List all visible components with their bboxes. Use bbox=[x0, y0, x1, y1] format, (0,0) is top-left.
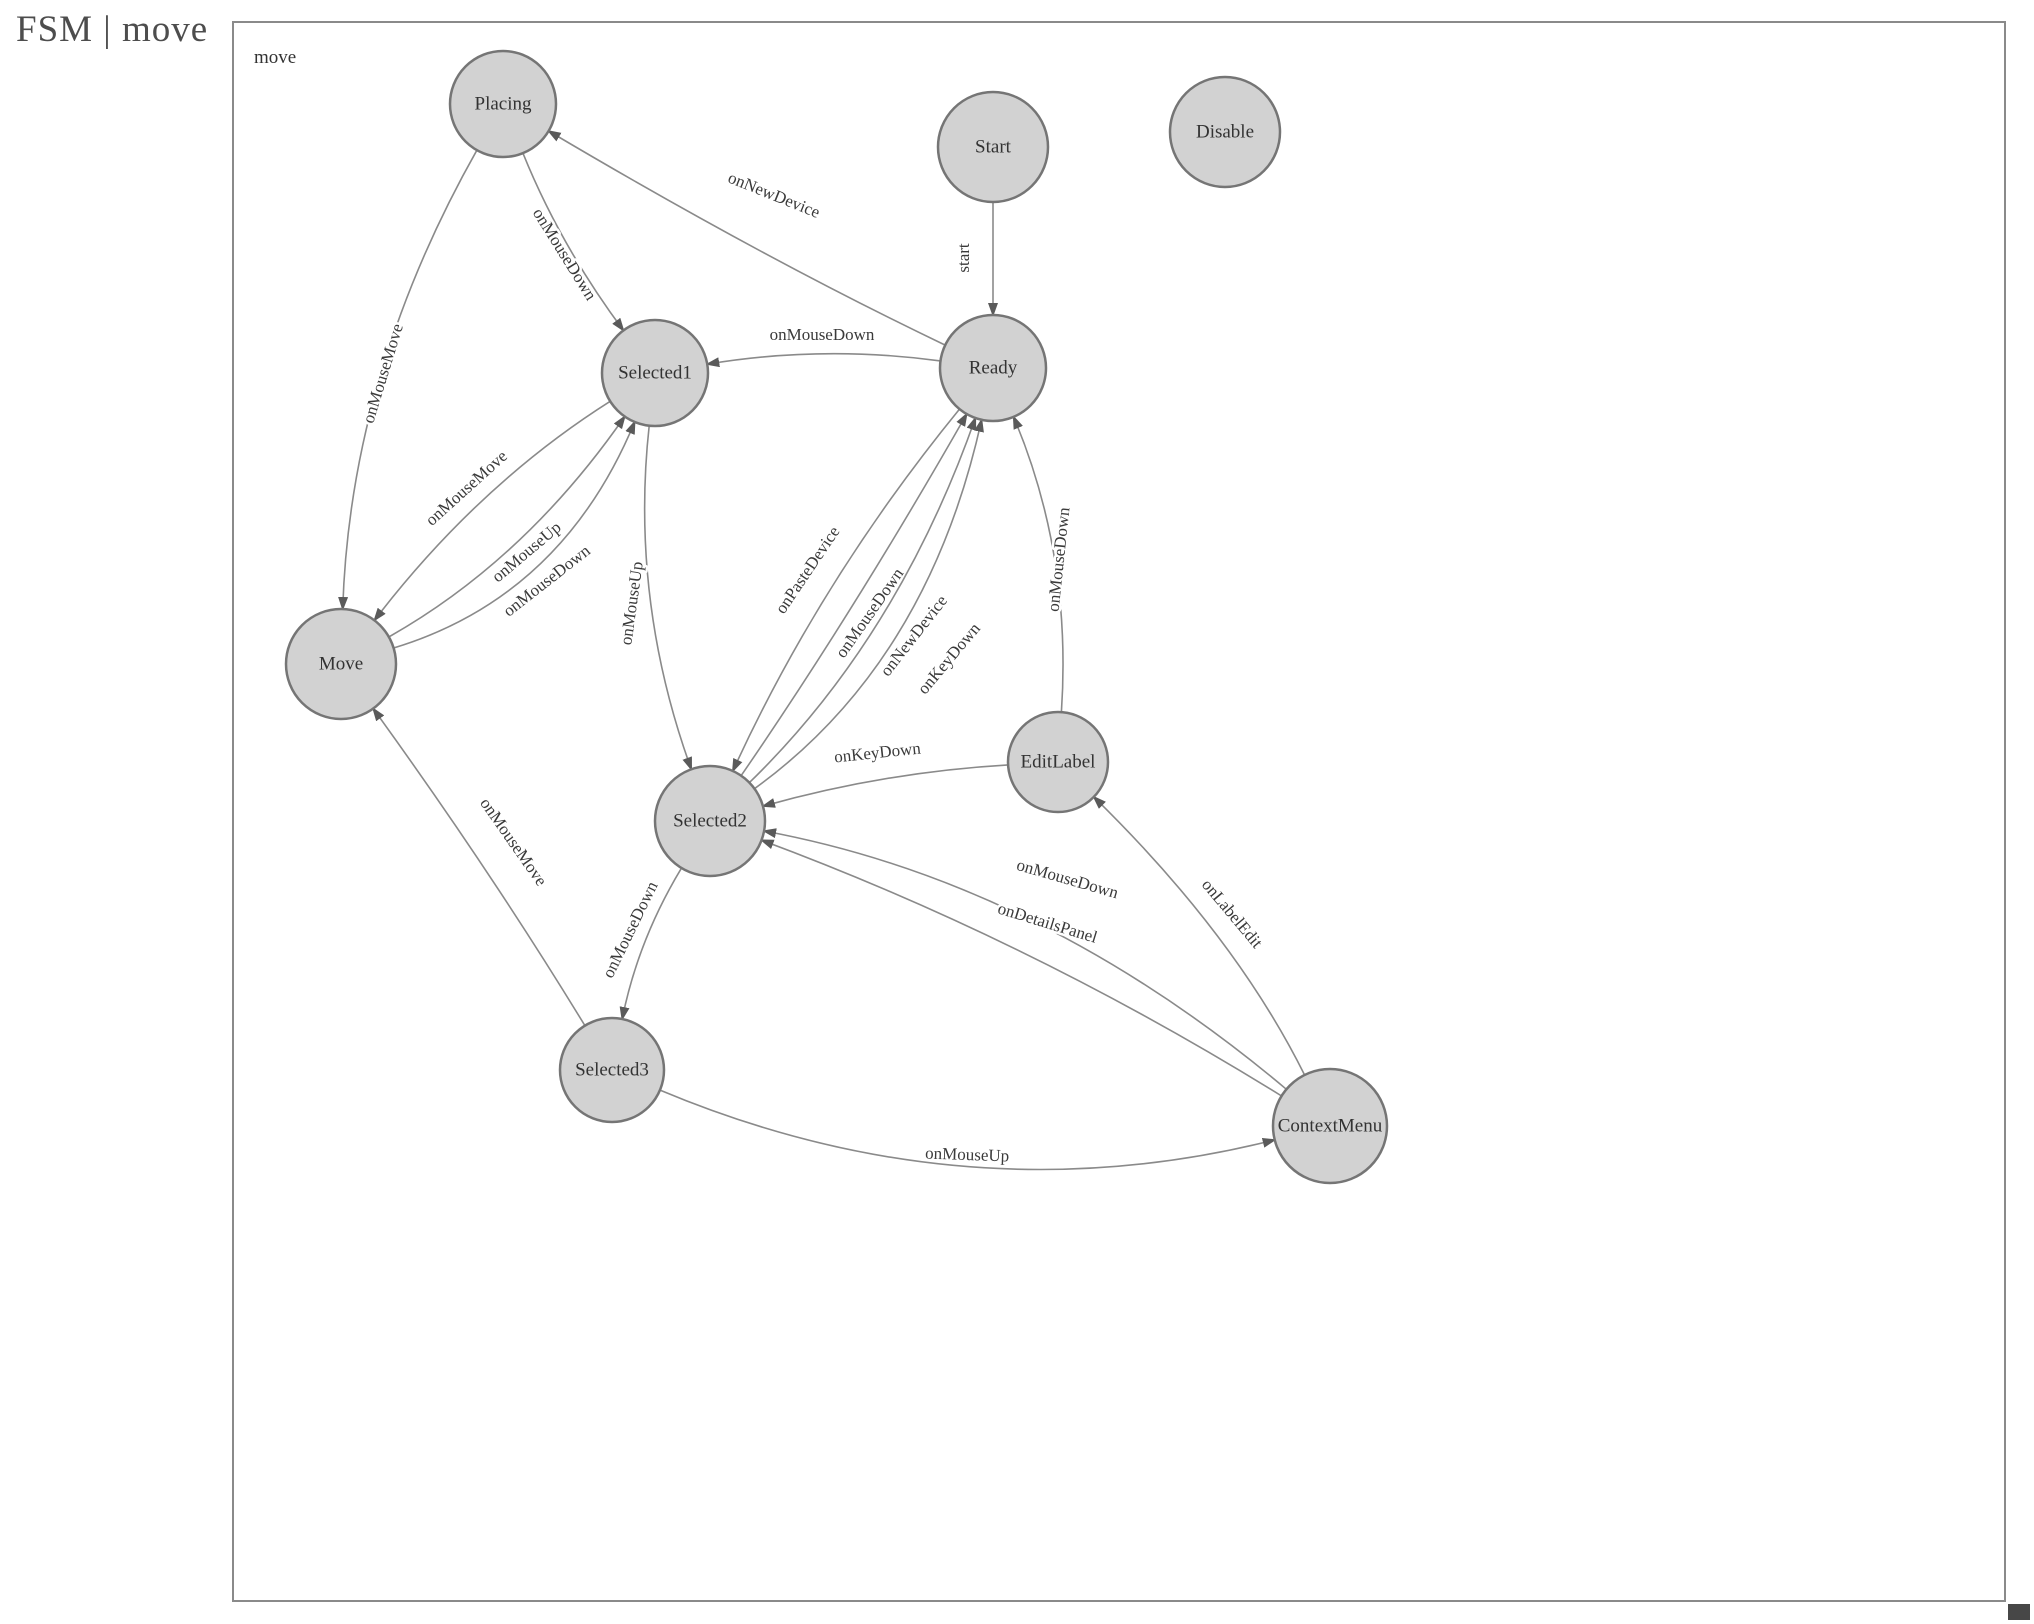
canvas-label: move bbox=[254, 47, 297, 68]
state-circle-placing[interactable] bbox=[448, 49, 558, 159]
state-circle-editlabel[interactable] bbox=[1006, 710, 1110, 814]
state-circle-move[interactable] bbox=[284, 607, 398, 721]
resize-handle[interactable] bbox=[2008, 1604, 2030, 1620]
state-label-contextmenu: ContextMenu bbox=[1278, 1116, 1383, 1137]
state-label-selected3: Selected3 bbox=[575, 1060, 649, 1081]
state-circle-contextmenu[interactable] bbox=[1271, 1067, 1389, 1185]
state-node-selected3[interactable]: Selected3 bbox=[558, 1016, 666, 1124]
state-label-ready: Ready bbox=[969, 358, 1018, 379]
state-label-selected2: Selected2 bbox=[673, 811, 747, 832]
state-node-ready[interactable]: Ready bbox=[938, 313, 1048, 423]
state-node-contextmenu[interactable]: ContextMenu bbox=[1271, 1067, 1389, 1185]
state-circle-disable[interactable] bbox=[1168, 75, 1282, 189]
state-label-placing: Placing bbox=[475, 94, 532, 115]
state-node-start[interactable]: Start bbox=[936, 90, 1050, 204]
state-circle-ready[interactable] bbox=[938, 313, 1048, 423]
state-node-selected2[interactable]: Selected2 bbox=[653, 764, 767, 878]
state-node-selected1[interactable]: Selected1 bbox=[600, 318, 710, 428]
state-node-placing[interactable]: Placing bbox=[448, 49, 558, 159]
fsm-canvas[interactable]: move bbox=[232, 21, 2006, 1602]
state-label-start: Start bbox=[975, 137, 1012, 158]
state-circle-selected1[interactable] bbox=[600, 318, 710, 428]
state-label-disable: Disable bbox=[1196, 122, 1254, 143]
state-node-disable[interactable]: Disable bbox=[1168, 75, 1282, 189]
state-label-move: Move bbox=[319, 654, 363, 675]
state-node-editlabel[interactable]: EditLabel bbox=[1006, 710, 1110, 814]
page-title: FSM | move bbox=[16, 9, 209, 50]
state-circle-selected3[interactable] bbox=[558, 1016, 666, 1124]
state-circle-start[interactable] bbox=[936, 90, 1050, 204]
state-node-move[interactable]: Move bbox=[284, 607, 398, 721]
state-label-editlabel: EditLabel bbox=[1021, 752, 1096, 773]
state-circle-selected2[interactable] bbox=[653, 764, 767, 878]
state-label-selected1: Selected1 bbox=[618, 363, 692, 384]
